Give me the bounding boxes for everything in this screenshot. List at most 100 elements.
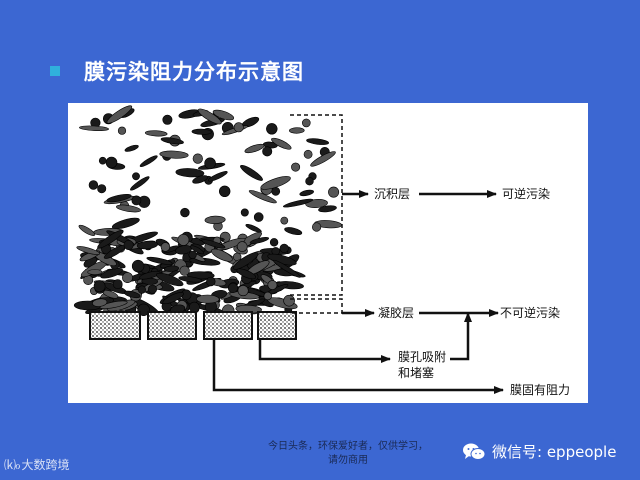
pore-adsorption-label-1: 膜孔吸附: [398, 350, 446, 364]
gel-particle: [233, 252, 259, 270]
deposit-particle: [98, 156, 107, 165]
deposit-particle: [111, 217, 140, 230]
wechat-label: 微信号: eppeople: [492, 443, 617, 461]
deposit-particle: [240, 164, 263, 181]
brand-watermark: ⒦ℴ 大数跨境: [4, 456, 70, 473]
deposit-particle: [204, 157, 216, 170]
gel-particle: [131, 259, 145, 273]
deposit-layer-label: 沉积层: [374, 187, 410, 201]
deposit-particle: [207, 171, 228, 182]
gel-particle: [178, 276, 203, 283]
gel-particle: [267, 280, 278, 290]
deposit-particle: [191, 128, 212, 135]
deposit-particle: [305, 176, 314, 186]
gel-particle: [283, 294, 295, 307]
layer-brackets: [290, 114, 343, 314]
deposit-particle: [318, 205, 337, 213]
deposit-particle: [97, 184, 107, 194]
gel-particle: [146, 256, 173, 265]
deposit-particle: [197, 108, 222, 125]
deposit-particle: [139, 155, 158, 168]
deposit-particle: [130, 176, 150, 191]
gel-particle: [137, 285, 146, 294]
gel-particle: [139, 270, 161, 280]
title-bullet: [50, 66, 60, 76]
deposit-particle: [244, 143, 265, 154]
gel-particle: [93, 280, 106, 293]
gel-particle: [87, 269, 103, 275]
gel-particle: [122, 272, 133, 283]
deposit-particle: [306, 138, 330, 145]
deposit-particle: [162, 114, 173, 125]
deposit-particle: [312, 222, 322, 232]
deposit-particle: [204, 215, 226, 225]
deposit-particle: [159, 150, 189, 159]
deposit-particle: [282, 198, 314, 208]
gel-particle: [100, 267, 123, 279]
gel-particle: [148, 284, 158, 294]
deposit-particle: [116, 204, 141, 213]
deposit-particles: [78, 105, 343, 236]
deposit-particle: [284, 227, 303, 236]
deposit-particle: [175, 168, 205, 178]
gel-particle: [211, 248, 233, 262]
gel-particle: [76, 246, 100, 255]
deposit-particle: [106, 193, 132, 203]
diagram-panel: 沉积层 可逆污染 凝胶层 不可逆污染 膜孔吸附 和堵塞 膜固有阻力: [68, 103, 588, 403]
gel-particle: [155, 272, 184, 287]
deposit-particle: [303, 149, 313, 159]
gel-particle: [273, 259, 301, 278]
deposit-particle: [271, 137, 292, 150]
gel-particle: [97, 229, 124, 249]
irreversible-fouling-label: 不可逆污染: [500, 305, 560, 320]
footer-note-line1: 今日头条，环保爱好者，仅供学习，: [268, 441, 428, 452]
deposit-particle: [266, 123, 278, 135]
wechat-icon: [463, 443, 486, 460]
deposit-particle: [78, 224, 96, 236]
deposit-particle: [88, 180, 99, 190]
fouling-diagram: 沉积层 可逆污染 凝胶层 不可逆污染 膜孔吸附 和堵塞 膜固有阻力: [73, 105, 570, 397]
gel-particle: [227, 282, 239, 293]
reversible-fouling-label: 可逆污染: [502, 186, 550, 201]
deposit-particle: [180, 207, 190, 218]
pore-adsorption-label-2: 和堵塞: [398, 365, 434, 380]
deposit-particle: [79, 125, 109, 132]
deposit-particle: [219, 185, 231, 198]
deposit-particle: [302, 118, 311, 128]
gel-particle: [236, 241, 248, 252]
gel-particle: [162, 292, 184, 305]
deposit-particle: [131, 195, 142, 206]
deposit-particle: [280, 216, 289, 225]
deposit-particle: [245, 224, 262, 233]
deposit-particle: [106, 105, 133, 124]
gel-particle: [190, 245, 204, 255]
brand-logo-icon: ⒦ℴ: [4, 458, 21, 472]
membrane-resistance-label: 膜固有阻力: [510, 383, 570, 397]
footer-note: 今日头条，环保爱好者，仅供学习， 请勿商用: [248, 440, 448, 468]
gel-particle: [249, 237, 270, 244]
gel-particle: [123, 240, 134, 251]
deposit-particle: [192, 175, 208, 184]
gel-particle: [206, 276, 216, 287]
deposit-particle: [233, 122, 244, 133]
gel-particles: [73, 229, 306, 317]
deposit-particle: [291, 162, 301, 172]
gel-particle: [112, 279, 123, 289]
deposit-particle: [117, 126, 127, 135]
deposit-particle: [262, 146, 273, 157]
gel-layer-label: 凝胶层: [378, 305, 414, 320]
slide-title: 膜污染阻力分布示意图: [84, 60, 304, 84]
gel-particle: [177, 233, 190, 246]
gel-particle: [136, 240, 158, 250]
gel-particle: [99, 300, 128, 309]
gel-particle: [179, 265, 190, 276]
membrane-arrows: [212, 339, 504, 394]
gel-particle: [163, 265, 180, 272]
deposit-particle: [240, 208, 249, 217]
footer-note-line2: 请勿商用: [328, 455, 368, 466]
deposit-particle: [160, 137, 184, 145]
deposit-particle: [310, 151, 336, 167]
deposit-particle: [253, 212, 264, 222]
membrane-blocks: [89, 311, 297, 340]
gel-particle: [160, 242, 171, 252]
